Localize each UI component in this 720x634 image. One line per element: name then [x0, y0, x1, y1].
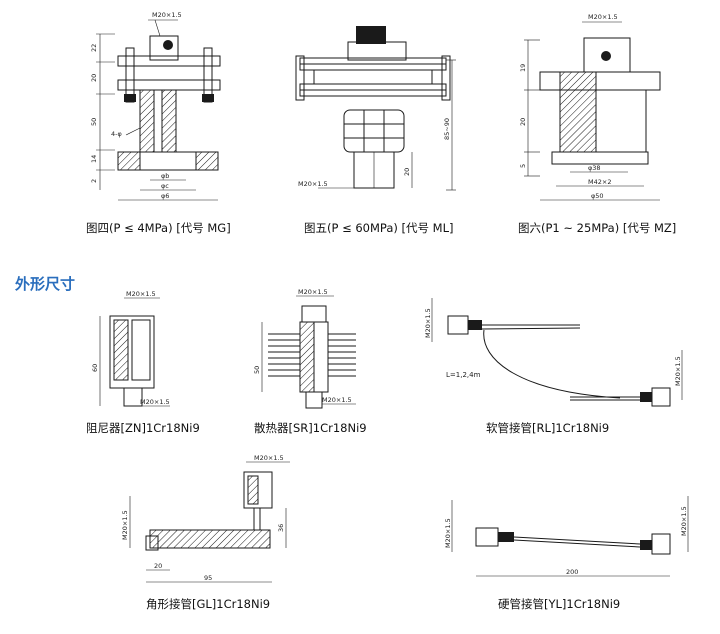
fig4-dia-1: φb: [161, 172, 169, 180]
figure-5-caption: 图五(P ≤ 60MPa) [代号 ML]: [304, 221, 454, 235]
figure-6-caption: 图六(P1 ~ 25MPa) [代号 MZ]: [518, 221, 676, 235]
angle-tube-caption: 角形接管[GL]1Cr18Ni9: [146, 597, 270, 611]
soft-tube-thread-left: M20×1.5: [424, 308, 432, 338]
radiator-caption: 散热器[SR]1Cr18Ni9: [254, 421, 367, 435]
fig4-bolt-label: 4-φ: [111, 130, 122, 138]
hard-tube-thread-left: M20×1.5: [444, 518, 452, 548]
figure-4-caption: 图四(P ≤ 4MPa) [代号 MG]: [86, 221, 231, 235]
soft-tube-length: L=1,2,4m: [446, 371, 481, 379]
hard-tube-drawing: M20×1.5 M20×1.5 200: [444, 496, 689, 577]
fig6-dim-20: 20: [519, 118, 527, 126]
radiator-thread-top: M20×1.5: [298, 288, 328, 296]
angle-tube-thread-left: M20×1.5: [121, 510, 129, 540]
fig4-dim-20: 20: [90, 74, 98, 82]
damper-drawing: M20×1.5 60 M20×1.5: [91, 290, 170, 407]
fig6-dia-50: φ50: [591, 192, 604, 200]
fig4-dim-22: 22: [90, 44, 98, 52]
damper-caption: 阻尼器[ZN]1Cr18Ni9: [86, 421, 200, 435]
damper-thread-bottom: M20×1.5: [140, 398, 170, 406]
section-title: 外形尺寸: [14, 275, 75, 293]
hard-tube-caption: 硬管接管[YL]1Cr18Ni9: [498, 597, 620, 611]
radiator-fins: [268, 333, 356, 377]
fig5-dim-height: 85~90: [443, 118, 451, 140]
fig4-dim-50: 50: [90, 118, 98, 126]
figure-4-drawing: M20×1.5 22 20 50 14 2 4-φ: [90, 11, 221, 201]
radiator-drawing: M20×1.5 50 M20×1.5: [253, 288, 356, 409]
fig6-dia-38: φ38: [588, 164, 601, 172]
fig6-thread-m42: M42×2: [588, 178, 611, 186]
radiator-thread-bottom: M20×1.5: [322, 396, 352, 404]
damper-thread-top: M20×1.5: [126, 290, 156, 298]
angle-tube-dim-36: 36: [277, 524, 285, 532]
fig4-thread-label: M20×1.5: [152, 11, 182, 19]
soft-tube-thread-right: M20×1.5: [674, 356, 682, 386]
fig6-thread-label: M20×1.5: [588, 13, 618, 21]
damper-dim-60: 60: [91, 364, 99, 372]
angle-tube-drawing: M20×1.5 M20×1.5 36 20 95: [121, 454, 290, 583]
angle-tube-thread-top: M20×1.5: [254, 454, 284, 462]
fig5-dim-20: 20: [403, 168, 411, 176]
soft-tube-caption: 软管接管[RL]1Cr18Ni9: [486, 421, 609, 435]
hard-tube-thread-right: M20×1.5: [680, 506, 688, 536]
fig4-dim-14: 14: [90, 155, 98, 163]
fig6-dim-5: 5: [519, 164, 527, 168]
fig4-dim-2: 2: [90, 179, 98, 183]
figure-5-drawing: 85~90 20 M20×1.5: [295, 26, 456, 191]
fig4-dia-2: φc: [161, 182, 169, 190]
angle-tube-dim-20: 20: [154, 562, 162, 570]
hard-tube-dim-200: 200: [566, 568, 578, 576]
angle-tube-dim-95: 95: [204, 574, 212, 582]
fig6-dim-19: 19: [519, 64, 527, 72]
radiator-dim-50: 50: [253, 366, 261, 374]
figure-6-drawing: M20×1.5 19 20 5 φ38 M42×2 φ50: [519, 13, 661, 201]
fig5-thread-label: M20×1.5: [298, 180, 328, 188]
fig4-dia-3: φ6: [161, 192, 169, 200]
soft-tube-drawing: M20×1.5 L=1,2,4m M20×1.5: [424, 298, 683, 407]
